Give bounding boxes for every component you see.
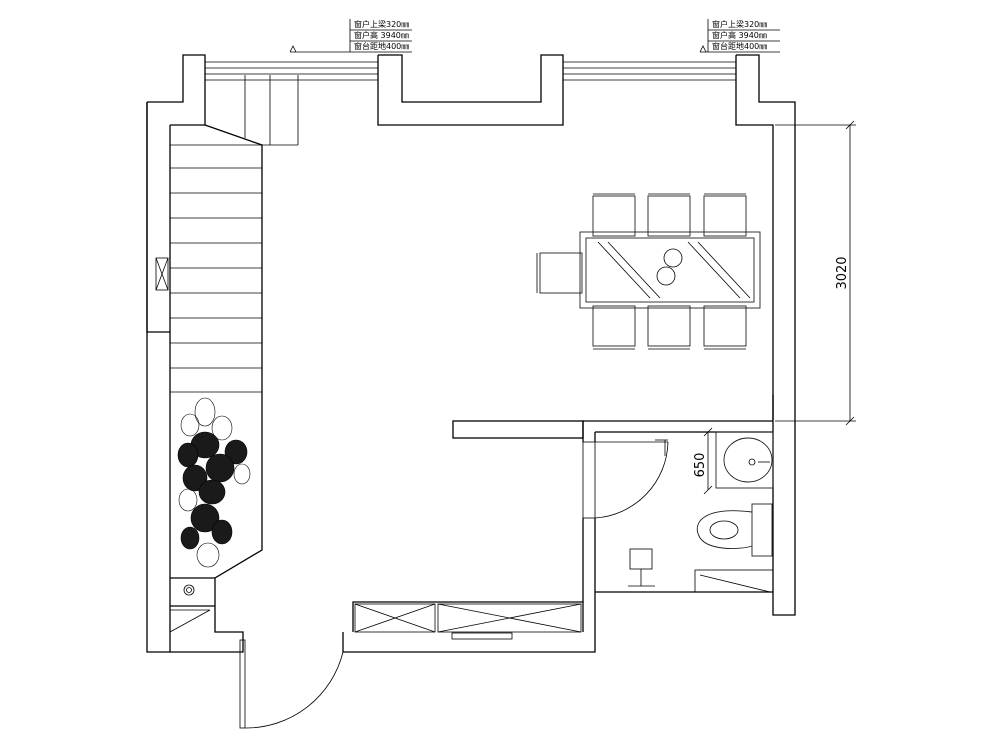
window-note-right-line2: 窗户高 3940㎜ xyxy=(712,30,767,40)
dimension-3020: 3020 xyxy=(775,120,856,426)
window-note-left-line3: 窗台距地400㎜ xyxy=(354,41,409,51)
dimension-650: 650 xyxy=(693,427,713,495)
dimension-650-label: 650 xyxy=(693,453,708,478)
dining-chairs xyxy=(536,193,747,350)
entrance-door xyxy=(239,639,344,729)
dimension-3020-label: 3020 xyxy=(835,256,850,289)
staircase xyxy=(170,75,299,393)
bathroom-cabinet xyxy=(694,569,774,593)
dining-table xyxy=(579,231,761,309)
window-note-right-line3: 窗台距地400㎜ xyxy=(712,41,767,51)
toilet-icon xyxy=(696,503,773,557)
floor-drain-icon xyxy=(169,584,211,633)
window-right xyxy=(563,61,736,81)
plant-icon xyxy=(177,397,251,568)
window-note-left-line1: 窗户上梁320㎜ xyxy=(354,19,409,29)
sink-icon xyxy=(715,431,774,489)
window-note-left-line2: 窗户高 3940㎜ xyxy=(354,30,409,40)
window-note-right: 窗户上梁320㎜ 窗户高 3940㎜ 窗台距地400㎜ xyxy=(699,19,780,53)
shower-icon xyxy=(628,548,655,587)
window-note-right-line1: 窗户上梁320㎜ xyxy=(712,19,767,29)
wall-shaft xyxy=(155,257,169,291)
exterior-walls xyxy=(146,54,796,653)
storage-cabinet xyxy=(354,603,582,640)
bathroom-door xyxy=(582,439,669,519)
window-left xyxy=(205,61,378,81)
window-note-left: 窗户上梁320㎜ 窗户高 3940㎜ 窗台距地400㎜ xyxy=(289,19,412,53)
